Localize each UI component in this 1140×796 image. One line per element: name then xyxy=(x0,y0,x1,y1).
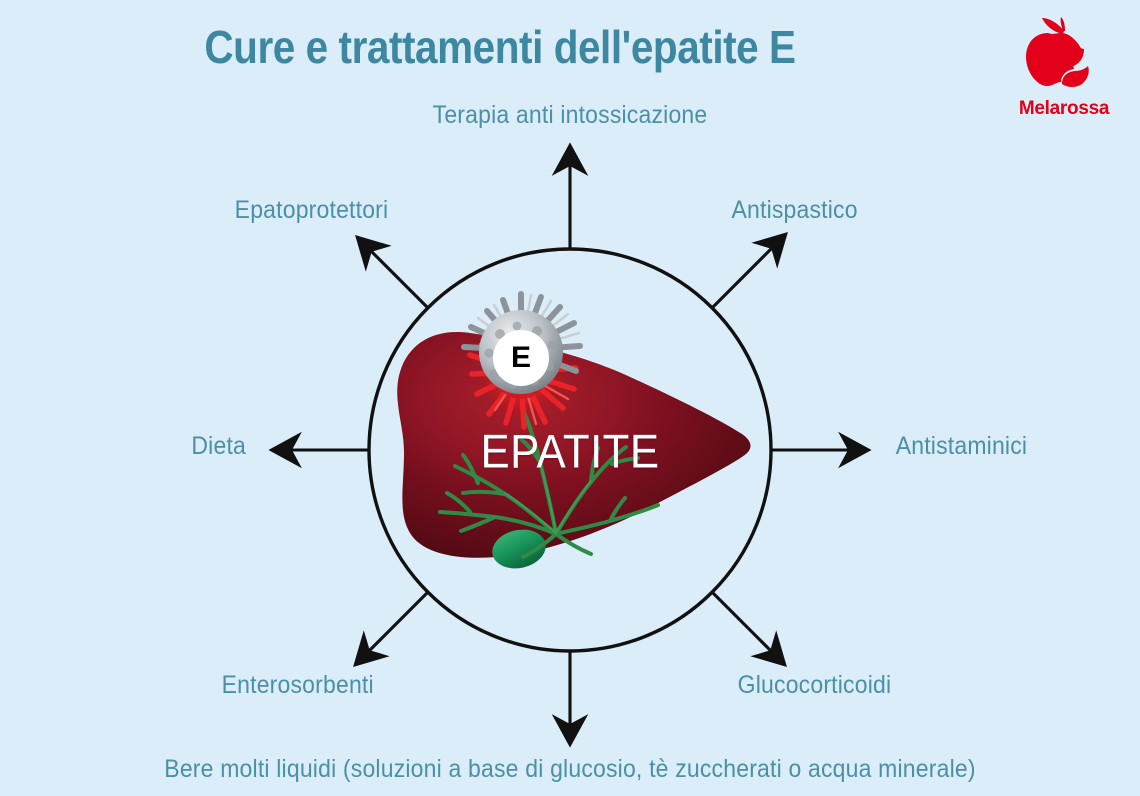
gallbladder xyxy=(492,529,546,569)
brand-logo: Melarossa xyxy=(1004,14,1124,120)
brand-name: Melarossa xyxy=(1018,98,1110,119)
center-circle xyxy=(367,247,773,653)
arrow-down-left xyxy=(353,590,430,667)
treatment-label-enterosorbenti[interactable]: Enterosorbenti xyxy=(221,671,374,699)
treatment-label-terapia-anti-intossicazione[interactable]: Terapia anti intossicazione xyxy=(432,101,708,129)
arrow-up-left xyxy=(355,235,430,310)
treatment-label-antistaminici[interactable]: Antistaminici xyxy=(895,432,1028,460)
treatment-label-epatoprotettori[interactable]: Epatoprotettori xyxy=(234,196,389,224)
treatment-label-dieta[interactable]: Dieta xyxy=(191,432,246,460)
arrow-down-right xyxy=(710,590,787,667)
treatment-label-glucocorticoidi[interactable]: Glucocorticoidi xyxy=(737,671,892,699)
page-title: Cure e trattamenti dell'epatite E xyxy=(204,21,796,73)
arrow-up-right xyxy=(710,232,788,310)
treatment-label-bere-molti-liquidi[interactable]: Bere molti liquidi (soluzioni a base di … xyxy=(164,755,976,783)
treatment-label-antispastico[interactable]: Antispastico xyxy=(731,196,858,224)
virus-letter-e: E xyxy=(510,341,532,374)
virus-badge xyxy=(493,330,549,386)
liver-vessels-highlight xyxy=(504,460,592,534)
red-apple-icon xyxy=(1026,17,1089,87)
center-label-epatite: EPATITE xyxy=(480,424,660,478)
virus-illustration xyxy=(461,291,583,430)
arrow-group xyxy=(268,142,872,748)
